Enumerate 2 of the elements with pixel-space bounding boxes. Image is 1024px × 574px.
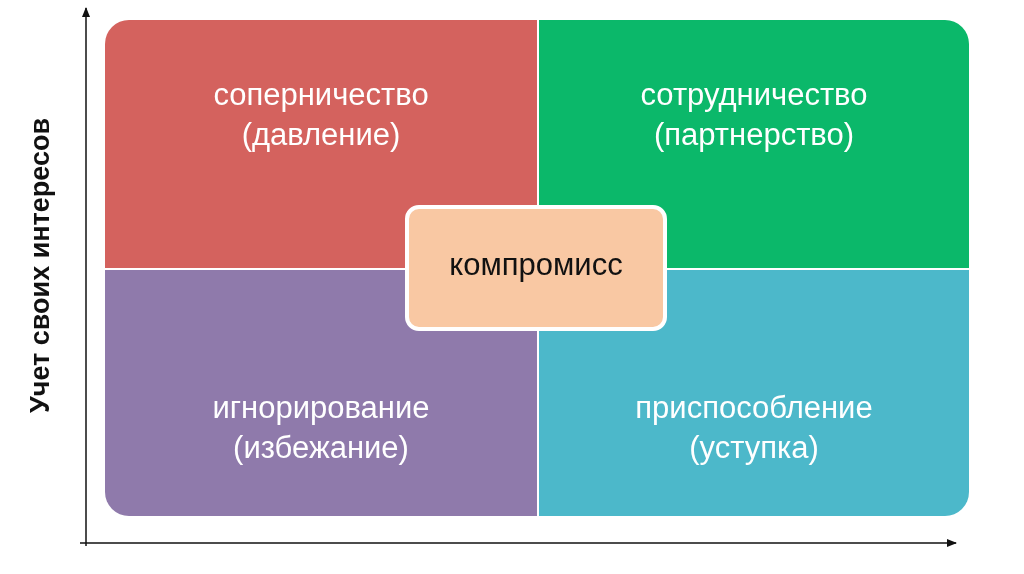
center-box: компромисс xyxy=(405,205,667,331)
axis-label: Учет своих интересов xyxy=(24,116,56,416)
